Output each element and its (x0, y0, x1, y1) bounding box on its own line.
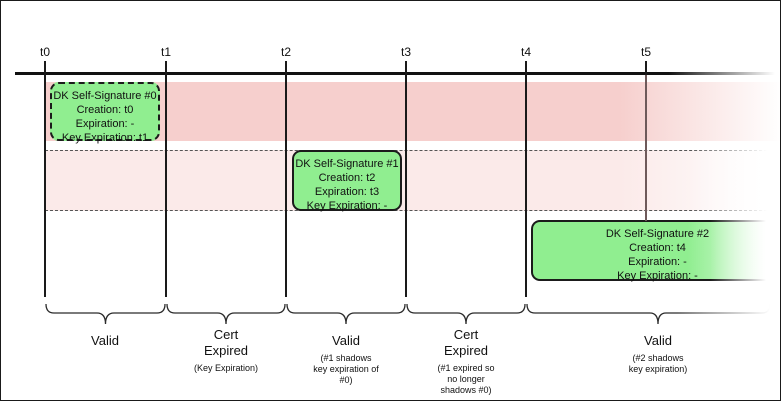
segment-1-title: Valid (91, 333, 119, 348)
segment-3-title: Valid (332, 333, 360, 348)
brace-segment-3 (286, 304, 406, 326)
tick-label-t4: t4 (520, 45, 532, 59)
tick-label-t3: t3 (400, 45, 412, 59)
tick-stub-t1 (165, 61, 167, 75)
tick-label-t2: t2 (280, 45, 292, 59)
segment-5-note: (#2 shadows key expiration) (628, 353, 688, 374)
tick-line-t3 (405, 75, 407, 297)
signature-1-title: DK Self-Signature #1 (295, 158, 399, 170)
tick-line-t5 (645, 75, 647, 221)
tick-line-t0 (44, 75, 46, 297)
tick-stub-t3 (405, 61, 407, 75)
brace-segment-5 (526, 304, 771, 326)
segment-3-note: (#1 shadows key expiration of #0) (313, 353, 379, 385)
signature-1-creation: Creation: t2 (318, 172, 376, 184)
signature-0-creation: Creation: t0 (76, 104, 134, 116)
tick-line-t1 (165, 75, 167, 297)
tick-stub-t5 (645, 61, 647, 75)
segment-2-title: Cert Expired (203, 327, 249, 358)
tick-line-t4 (525, 75, 527, 297)
signature-0-key-expiration: Key Expiration: t1 (61, 132, 149, 144)
signature-0-expiration: Expiration: - (75, 118, 135, 130)
tick-label-t0: t0 (39, 45, 51, 59)
timeline-axis (15, 72, 775, 75)
signature-box-0[interactable]: DK Self-Signature #0 Creation: t0 Expira… (50, 82, 160, 144)
signature-2-title: DK Self-Signature #2 (605, 228, 710, 240)
tick-line-t2 (285, 75, 287, 297)
validity-band-secondary (45, 150, 780, 211)
tick-stub-t0 (44, 61, 46, 75)
segment-4-title: Cert Expired (443, 327, 489, 358)
segment-label-5: Valid (#2 shadows key expiration) (568, 333, 748, 375)
tick-stub-t4 (525, 61, 527, 75)
segment-5-title: Valid (644, 333, 672, 348)
tick-stub-t2 (285, 61, 287, 75)
brace-segment-1 (45, 304, 166, 326)
segment-label-4: Cert Expired (#1 expired so no longer sh… (406, 327, 526, 396)
signature-box-1[interactable]: DK Self-Signature #1 Creation: t2 Expira… (292, 150, 402, 212)
signature-2-expiration: Expiration: - (628, 256, 687, 268)
band-fade-mask (690, 147, 780, 215)
signature-1-expiration: Expiration: t3 (314, 186, 380, 198)
segment-label-2: Cert Expired (Key Expiration) (166, 327, 286, 374)
brace-segment-4 (406, 304, 526, 326)
signature-1-key-expiration: Key Expiration: - (306, 200, 388, 212)
tick-label-t5: t5 (640, 45, 652, 59)
signature-2-key-expiration: Key Expiration: - (617, 270, 698, 282)
signature-2-creation: Creation: t4 (629, 242, 686, 254)
signature-0-title: DK Self-Signature #0 (53, 90, 157, 102)
segment-label-3: Valid (#1 shadows key expiration of #0) (286, 333, 406, 386)
segment-2-note: (Key Expiration) (193, 363, 259, 373)
validity-band-primary (45, 82, 780, 141)
segment-label-1: Valid (45, 333, 165, 353)
brace-segment-2 (166, 304, 286, 326)
signature-2-fade-mask (710, 216, 780, 286)
segment-4-note: (#1 expired so no longer shadows #0) (437, 363, 495, 395)
tick-label-t1: t1 (160, 45, 172, 59)
